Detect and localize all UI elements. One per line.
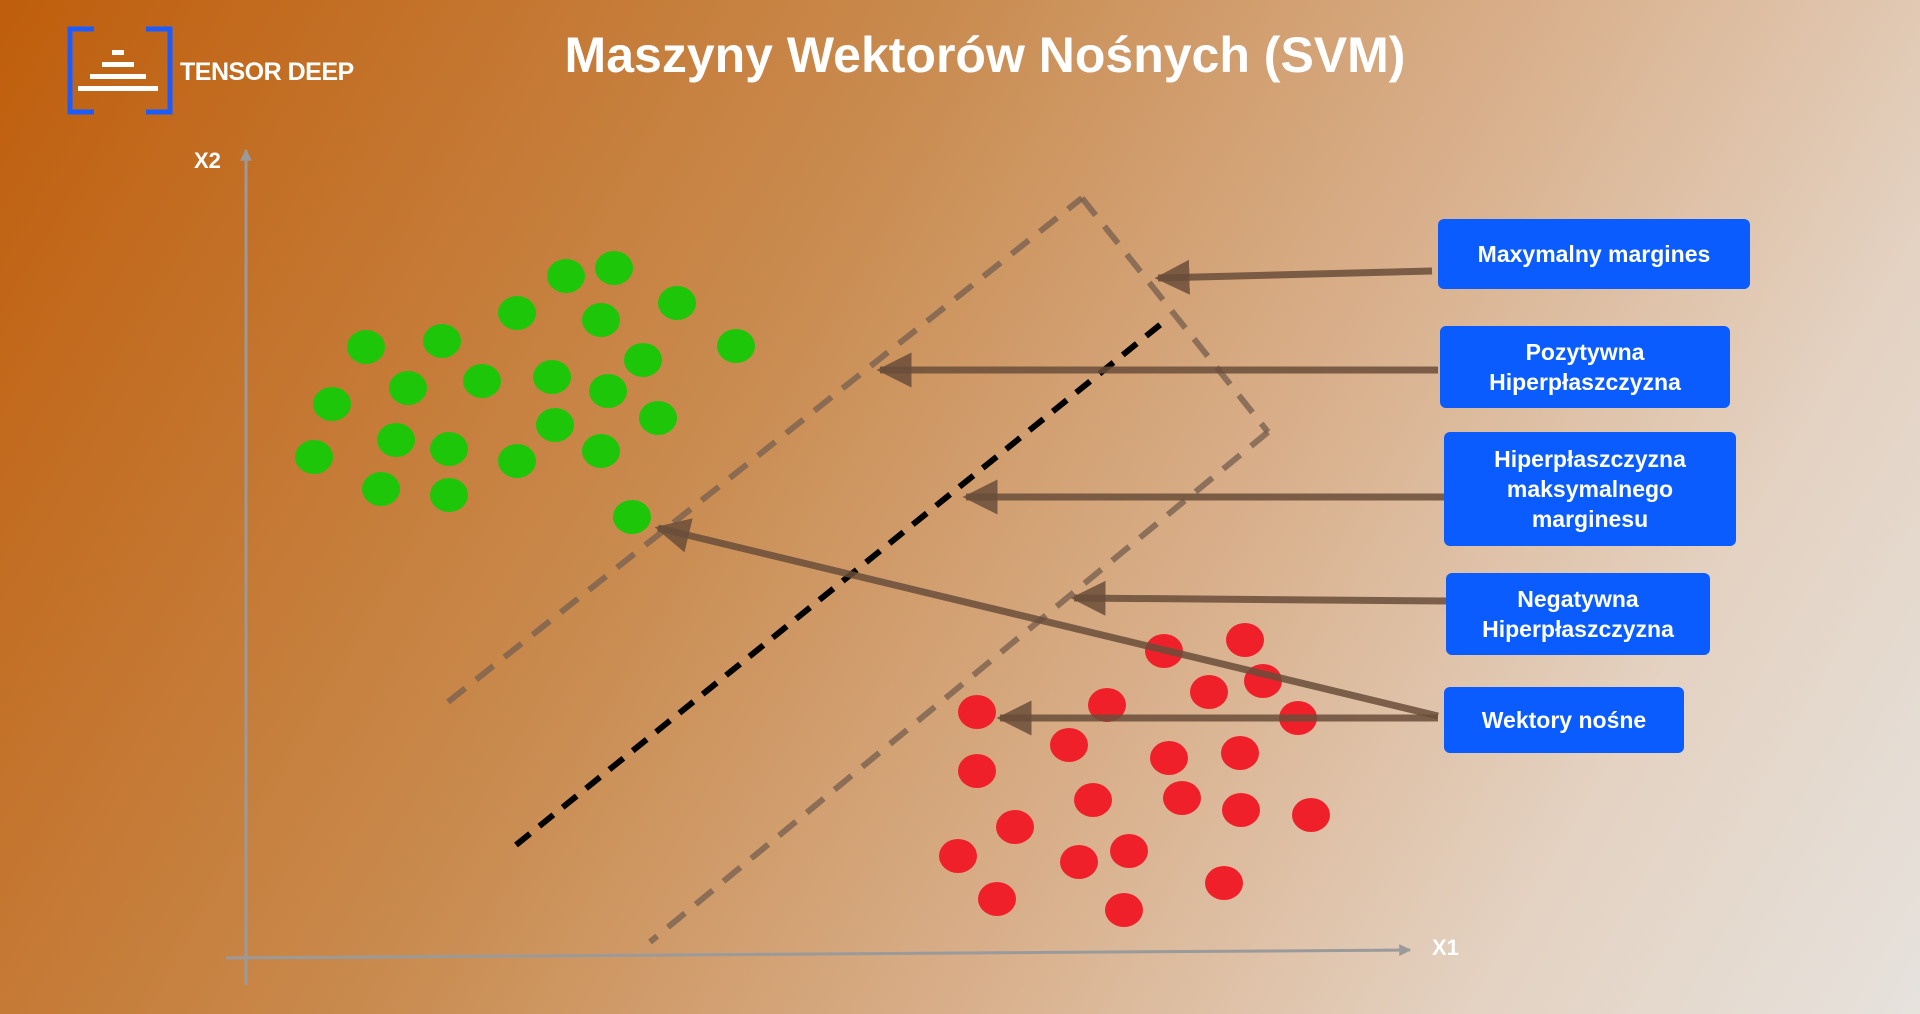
callout-max-margin-hyperplane: Hiperpłaszczyzna maksymalnego marginesu: [1444, 432, 1736, 546]
negative-point: [1074, 783, 1112, 817]
negative-point: [1222, 793, 1260, 827]
negative-point: [1050, 728, 1088, 762]
positive-point: [624, 343, 662, 377]
positive-point: [547, 259, 585, 293]
callout-support-vectors: Wektory nośne: [1444, 687, 1684, 753]
positive-point: [589, 374, 627, 408]
support-vector-negative: [1088, 688, 1126, 722]
negative-point: [978, 882, 1016, 916]
positive-point: [430, 432, 468, 466]
negative-point: [939, 839, 977, 873]
negative-point: [1150, 741, 1188, 775]
positive-point: [295, 440, 333, 474]
support-vector-positive: [613, 500, 651, 534]
callout-negative-hyperplane-label: Negatywna Hiperpłaszczyzna: [1482, 586, 1674, 642]
positive-point: [536, 408, 574, 442]
positive-point: [658, 286, 696, 320]
negative-point: [958, 695, 996, 729]
positive-hyperplane: [446, 195, 1084, 705]
arrow-negative-hyperplane: [1070, 580, 1447, 616]
negative-point: [1110, 834, 1148, 868]
negative-point: [958, 754, 996, 788]
y-axis-label: X2: [194, 148, 221, 173]
arrow-support-vectors-positive: [654, 518, 1439, 720]
callout-max-margin-label: Maxymalny margines: [1477, 241, 1711, 267]
positive-point: [362, 472, 400, 506]
page-title: Maszyny Wektorów Nośnych (SVM): [564, 27, 1406, 83]
callout-max-margin-hyperplane-label: Hiperpłaszczyzna maksymalnego marginesu: [1494, 446, 1686, 532]
positive-point: [639, 401, 677, 435]
negative-point: [996, 810, 1034, 844]
negative-point: [1205, 866, 1243, 900]
callout-support-vectors-label: Wektory nośne: [1481, 707, 1647, 733]
x-axis: [225, 944, 1412, 960]
positive-point: [582, 303, 620, 337]
positive-point: [347, 330, 385, 364]
positive-point: [423, 324, 461, 358]
callout-max-margin: Maxymalny margines: [1438, 219, 1750, 289]
x-axis-label: X1: [1432, 935, 1459, 960]
positive-point: [430, 478, 468, 512]
max-margin-hyperplane: [514, 317, 1168, 848]
positive-point: [533, 360, 571, 394]
positive-point: [717, 329, 755, 363]
positive-point: [389, 371, 427, 405]
negative-point: [1105, 893, 1143, 927]
callout-positive-hyperplane-label: Pozytywna Hiperpłaszczyzna: [1489, 339, 1681, 395]
margin-box-edge: [1079, 196, 1271, 434]
negative-point: [1060, 845, 1098, 879]
positive-point: [463, 364, 501, 398]
positive-point: [313, 387, 351, 421]
negative-point: [1292, 798, 1330, 832]
negative-point: [1221, 736, 1259, 770]
positive-point: [582, 434, 620, 468]
arrow-max-margin: [1154, 259, 1433, 295]
positive-point: [498, 296, 536, 330]
negative-point: [1226, 623, 1264, 657]
logo-text: TENSOR DEEP: [180, 58, 354, 86]
positive-point: [595, 251, 633, 285]
positive-point: [498, 444, 536, 478]
callout-positive-hyperplane: Pozytywna Hiperpłaszczyzna: [1440, 326, 1730, 408]
tensor-deep-logo: [67, 26, 173, 115]
positive-point: [377, 423, 415, 457]
negative-hyperplane: [648, 429, 1270, 945]
positive-class-points: [295, 251, 755, 534]
negative-point: [1163, 781, 1201, 815]
callout-negative-hyperplane: Negatywna Hiperpłaszczyzna: [1446, 573, 1710, 655]
negative-class-points: [939, 623, 1330, 927]
negative-point: [1190, 675, 1228, 709]
